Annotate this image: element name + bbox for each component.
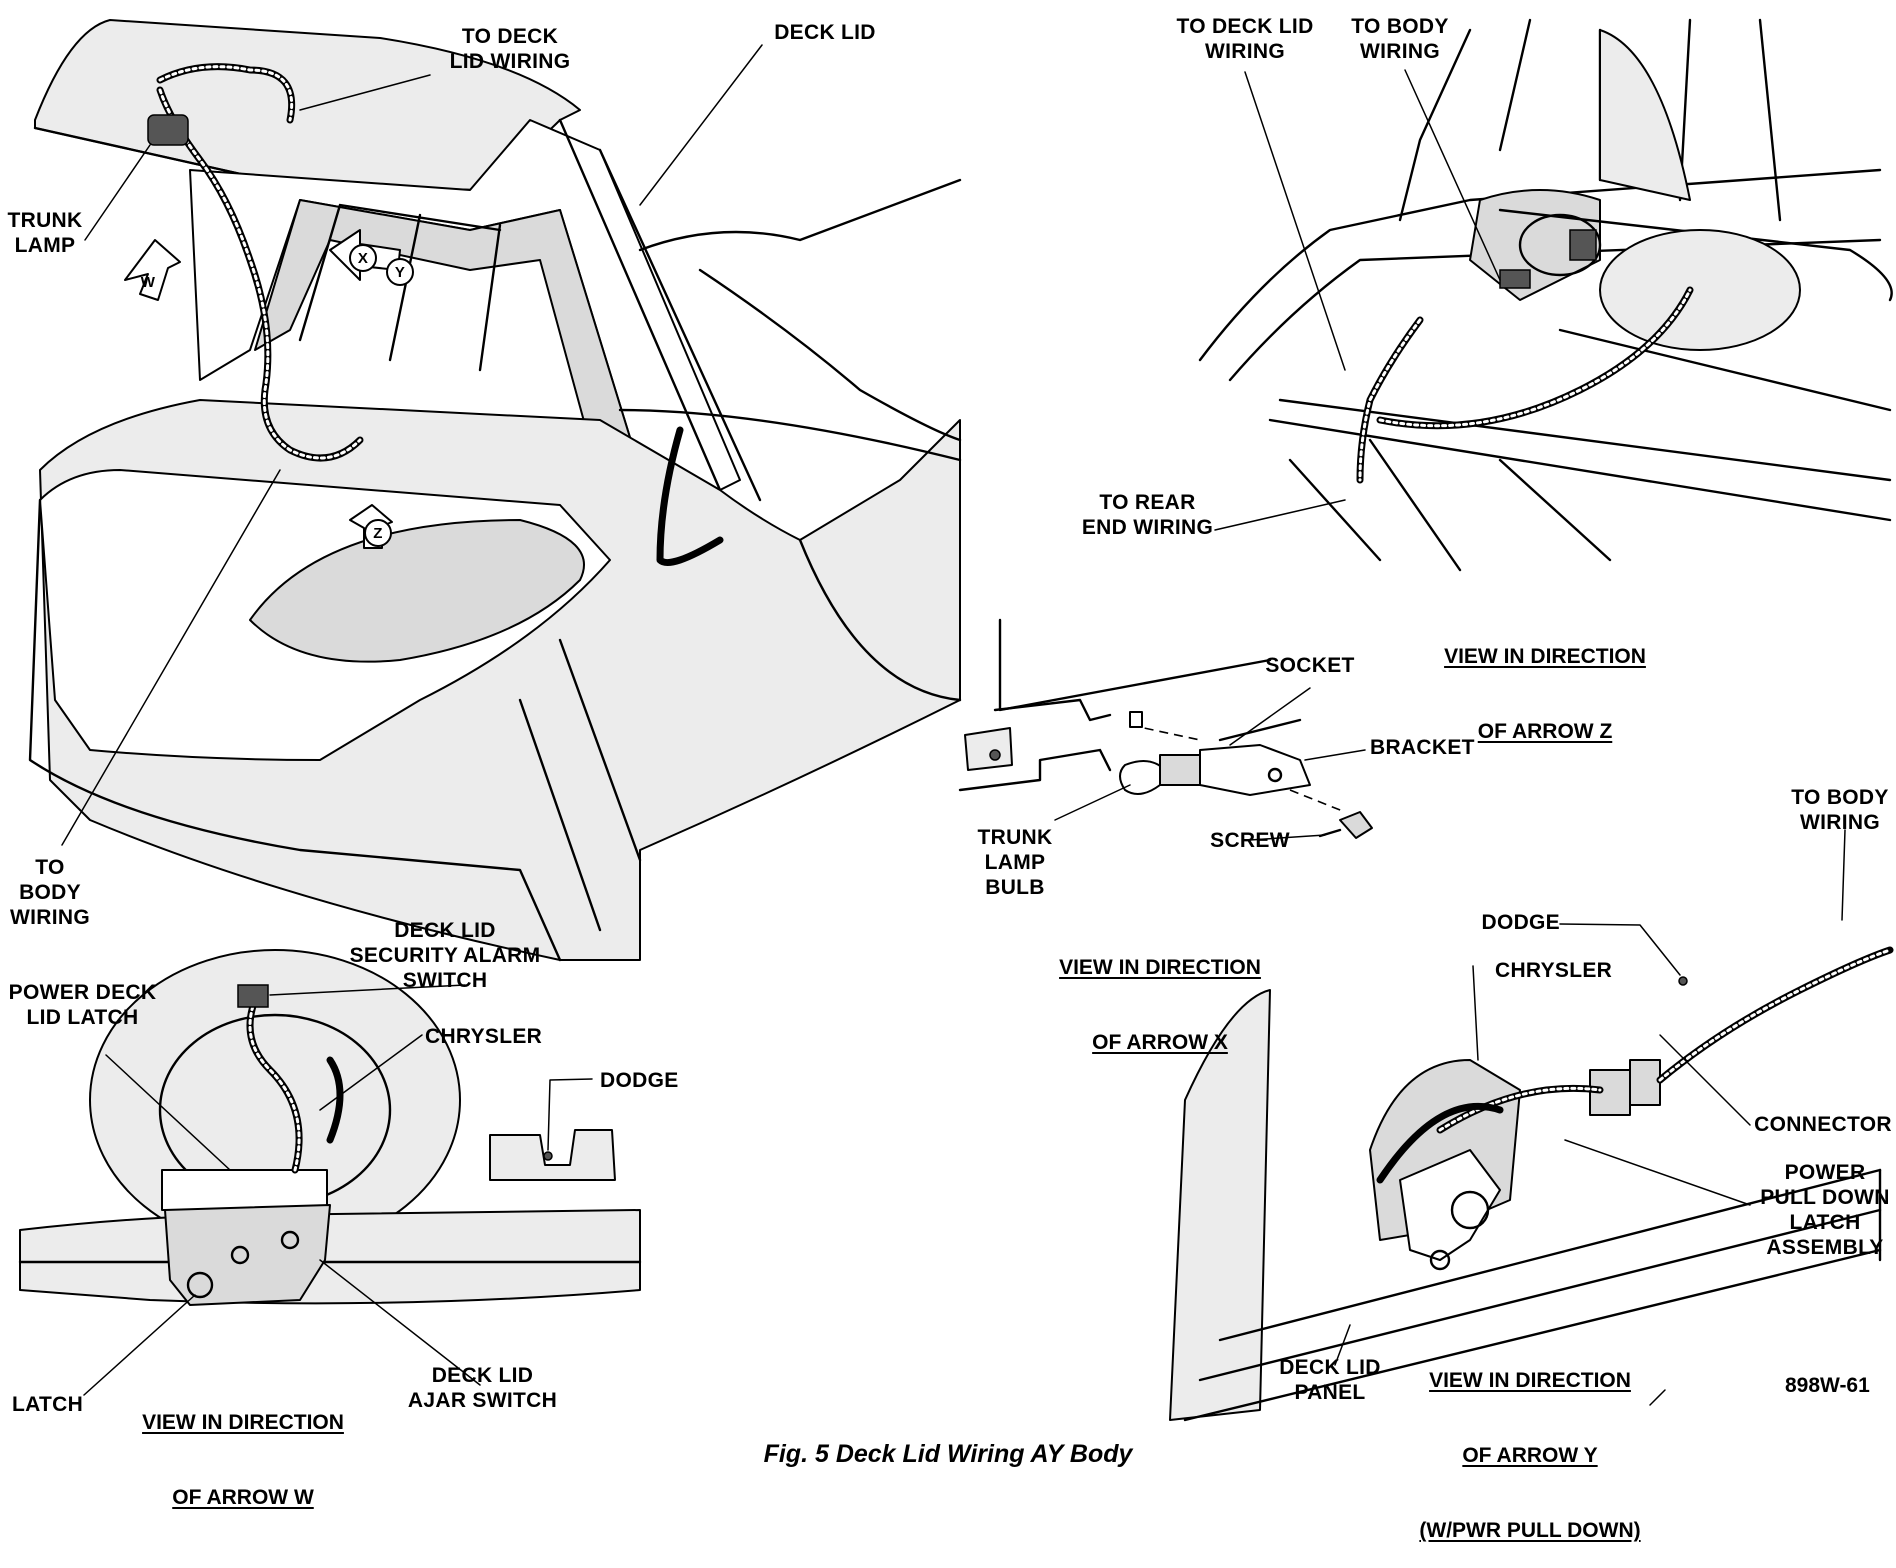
view-w-line-2: OF ARROW W xyxy=(172,1486,314,1509)
label-trunk-lamp-bulb: TRUNK LAMP BULB xyxy=(977,826,1053,899)
label-trunk-lamp: TRUNK LAMP xyxy=(7,209,83,257)
label-power-deck-lid-latch: POWER DECK LID LATCH xyxy=(8,981,157,1029)
view-z-line-1: VIEW IN DIRECTION xyxy=(1444,645,1646,668)
label-chrysler-y: CHRYSLER xyxy=(1495,959,1613,982)
label-to-body-wiring-y: TO BODY WIRING xyxy=(1791,786,1889,834)
car-trunk-illustration xyxy=(28,19,962,962)
arrow-z-letter: Z xyxy=(373,525,383,542)
diagram-stage: TO DECK LID WIRING DECK LID TRUNK LAMP T… xyxy=(7,15,1894,1542)
label-deck-lid: DECK LID xyxy=(774,21,876,44)
label-dodge-w: DODGE xyxy=(600,1069,679,1092)
label-to-deck-lid-wiring: TO DECK LID WIRING xyxy=(449,25,571,73)
view-x-illustration xyxy=(958,618,1373,839)
view-z-illustration xyxy=(1198,18,1893,572)
view-x-line-1: VIEW IN DIRECTION xyxy=(1059,956,1261,979)
figure-code: 898W-61 xyxy=(1785,1374,1870,1397)
label-deck-lid-ajar-switch: DECK LID AJAR SWITCH xyxy=(407,1364,558,1412)
label-to-deck-lid-wiring-z: TO DECK LID WIRING xyxy=(1176,15,1314,63)
label-screw: SCREW xyxy=(1210,829,1290,852)
label-deck-lid-panel: DECK LID PANEL xyxy=(1279,1356,1381,1404)
label-chrysler-w: CHRYSLER xyxy=(425,1025,543,1048)
line-art xyxy=(18,18,1894,1422)
view-y-line-3: (W/PWR PULL DOWN) xyxy=(1419,1519,1641,1542)
label-to-body-wiring-z: TO BODY WIRING xyxy=(1351,15,1449,63)
leader-lines xyxy=(61,44,1846,1406)
label-to-rear-end-wiring: TO REAR END WIRING xyxy=(1081,491,1214,539)
label-deck-lid-security-alarm-switch: DECK LID SECURITY ALARM SWITCH xyxy=(349,919,541,992)
label-dodge-y: DODGE xyxy=(1481,911,1560,934)
label-power-pull-down-latch-assembly: POWER PULL DOWN LATCH ASSEMBLY xyxy=(1760,1161,1890,1259)
label-bracket: BRACKET xyxy=(1370,736,1475,759)
arrow-x-letter: X xyxy=(357,250,369,267)
view-y-illustration xyxy=(1169,946,1894,1422)
view-y-line-2: OF ARROW Y xyxy=(1462,1444,1598,1467)
arrow-w-letter: W xyxy=(140,274,156,291)
label-connector: CONNECTOR xyxy=(1754,1113,1892,1136)
label-latch: LATCH xyxy=(11,1393,84,1416)
view-x-line-2: OF ARROW X xyxy=(1092,1031,1228,1054)
view-z-title: VIEW IN DIRECTION OF ARROW Z xyxy=(1410,594,1680,769)
arrow-y-letter: Y xyxy=(394,264,406,281)
view-w-line-1: VIEW IN DIRECTION xyxy=(142,1411,344,1434)
view-z-line-2: OF ARROW Z xyxy=(1477,720,1613,743)
view-x-title: VIEW IN DIRECTION OF ARROW X xyxy=(1025,905,1295,1080)
label-socket: SOCKET xyxy=(1265,654,1355,677)
view-w-illustration xyxy=(18,949,642,1306)
figure-caption: Fig. 5 Deck Lid Wiring AY Body xyxy=(763,1440,1133,1468)
view-y-line-1: VIEW IN DIRECTION xyxy=(1429,1369,1631,1392)
label-to-body-wiring: TO BODY WIRING xyxy=(10,856,90,929)
